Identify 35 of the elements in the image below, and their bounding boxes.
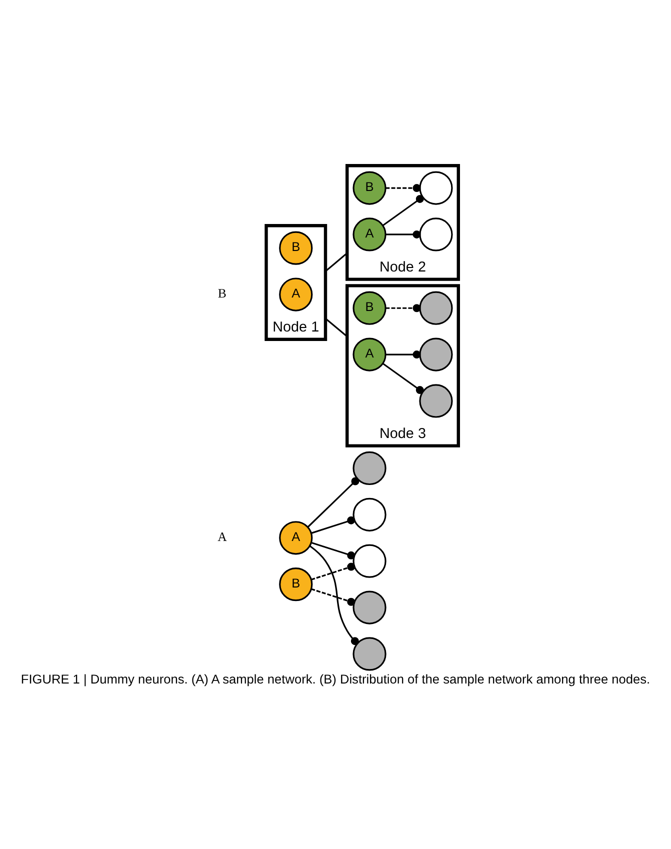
caption: FIGURE 1 | Dummy neurons. (A) A sample network. (B) Distribution of the sample network among three nodes. — [20, 670, 650, 686]
node-circle: A — [352, 217, 386, 251]
node-circle: B — [279, 230, 313, 264]
connector — [386, 230, 421, 238]
label: A — [218, 529, 227, 544]
node-circle — [352, 497, 386, 531]
connector — [311, 541, 356, 559]
node-circle — [419, 217, 453, 251]
connector — [386, 350, 421, 358]
connector — [386, 304, 421, 312]
node-circle — [419, 170, 453, 204]
node-circle — [419, 290, 453, 324]
node-circle — [419, 337, 453, 371]
connector — [311, 562, 356, 580]
label: B — [218, 286, 226, 300]
connector — [309, 544, 359, 645]
node-circle: B — [352, 170, 386, 204]
connector — [382, 362, 424, 394]
node-circle — [352, 636, 386, 670]
node-circle — [352, 590, 386, 624]
connector — [311, 588, 356, 606]
node-circle: B — [279, 567, 313, 601]
node-circle — [352, 450, 386, 485]
connector — [386, 184, 421, 192]
connector — [324, 252, 348, 272]
connector — [311, 516, 356, 534]
connector — [307, 476, 360, 528]
node-circle — [352, 544, 386, 578]
node-circle: A — [279, 277, 313, 311]
node-circle: A — [279, 520, 313, 554]
connector — [382, 194, 424, 226]
connector — [324, 317, 348, 337]
node-circle: B — [352, 290, 386, 324]
node-circle — [419, 384, 453, 418]
node-circle: A — [352, 337, 386, 371]
